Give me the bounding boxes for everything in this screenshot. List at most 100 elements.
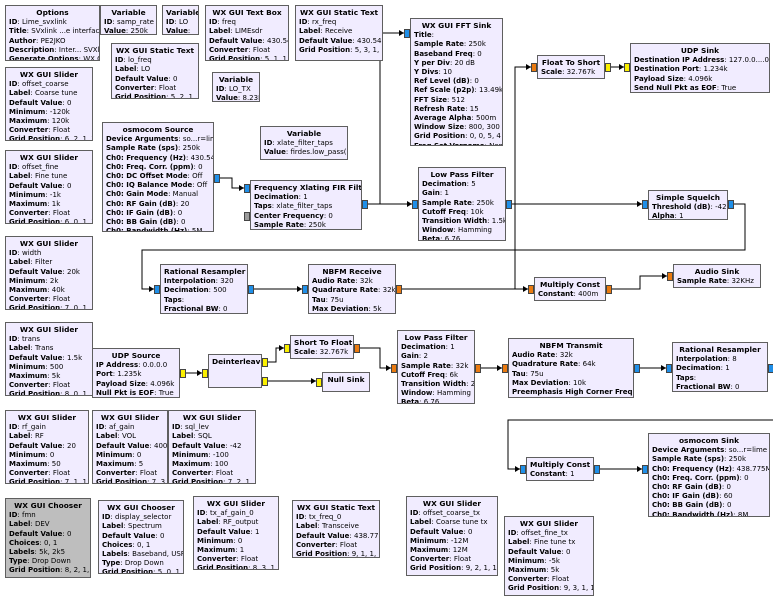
s2f-in-port[interactable] (284, 344, 290, 353)
block-param: Label: Spectrum (102, 522, 180, 531)
nbfm-rx-in-port[interactable] (302, 285, 308, 294)
fft-sink-in-port[interactable] (404, 29, 410, 38)
resamp-tx-in-port[interactable] (666, 364, 672, 373)
deint-out1-port[interactable] (262, 377, 268, 386)
udp-src-out-port[interactable] (180, 369, 186, 378)
lpf-tx-out-port[interactable] (475, 364, 481, 373)
nbfm-tx-out-port[interactable] (634, 364, 640, 373)
osmocom-source-out-port[interactable] (214, 174, 220, 183)
squelch-out-port[interactable] (728, 200, 734, 209)
nbfm-rx-out-port[interactable] (396, 285, 402, 294)
mult-tx-in-port[interactable] (520, 465, 526, 474)
deinterleave-block[interactable]: Deinterleave (208, 354, 262, 388)
resamp-rx-out-port[interactable] (248, 285, 254, 294)
block-title: Options (36, 8, 69, 17)
null-sink-block[interactable]: Null Sink (322, 372, 370, 392)
lpf-rx-out-port[interactable] (506, 200, 512, 209)
param-value: 8M (737, 510, 749, 517)
param-key: Decimation (676, 364, 721, 373)
deint-out0-port[interactable] (262, 358, 268, 367)
param-separator: : (445, 343, 451, 352)
param-key: Grid Position (115, 93, 167, 99)
block-param: Device Arguments: so...r=lime (106, 135, 213, 144)
param-value: 5k (373, 304, 382, 313)
block-param: Window: Hamming (422, 226, 502, 235)
block-param: Minimum: 500 (9, 363, 89, 372)
resamp-tx-out-port[interactable] (768, 364, 773, 373)
deint-in-port[interactable] (202, 369, 208, 378)
param-key: Labels (102, 550, 128, 559)
param-separator: : (573, 290, 579, 299)
xlate-cmd-port[interactable] (244, 212, 250, 221)
audio-sink-in-port[interactable] (667, 272, 673, 281)
param-separator: : (17, 423, 23, 432)
udp-sink-in-port[interactable] (624, 63, 630, 72)
param-key: Tau (312, 295, 326, 304)
param-separator: : (30, 89, 35, 98)
param-value: 1 (303, 193, 308, 202)
mult-rx-in-port[interactable] (528, 285, 534, 294)
nbfm-tx-in-port[interactable] (502, 364, 508, 373)
xlate-out-port[interactable] (362, 200, 368, 209)
param-key: Title (414, 31, 432, 40)
param-value: Float (240, 555, 259, 564)
resamp-rx-in-port[interactable] (154, 285, 160, 294)
null-sink-in-port[interactable] (316, 378, 322, 387)
squelch-in-port[interactable] (642, 200, 648, 209)
f2s-in-port[interactable] (531, 63, 537, 72)
s2f-out-port[interactable] (354, 344, 360, 353)
f2s-out-port[interactable] (605, 63, 611, 72)
osmocom-sink-in-port[interactable] (642, 465, 648, 474)
lpf-rx-in-port[interactable] (412, 200, 418, 209)
mult-tx-out-port[interactable] (594, 465, 600, 474)
param-value: 0 (726, 483, 731, 492)
mult-rx-out-port[interactable] (606, 285, 612, 294)
param-separator: : (223, 478, 228, 484)
param-key: Minimum (508, 556, 545, 565)
xlate-in-port[interactable] (244, 184, 250, 193)
lpf-tx-in-port[interactable] (391, 364, 397, 373)
param-key: Beta (422, 235, 441, 241)
param-separator: : (463, 40, 469, 49)
param-separator: : (39, 538, 44, 547)
